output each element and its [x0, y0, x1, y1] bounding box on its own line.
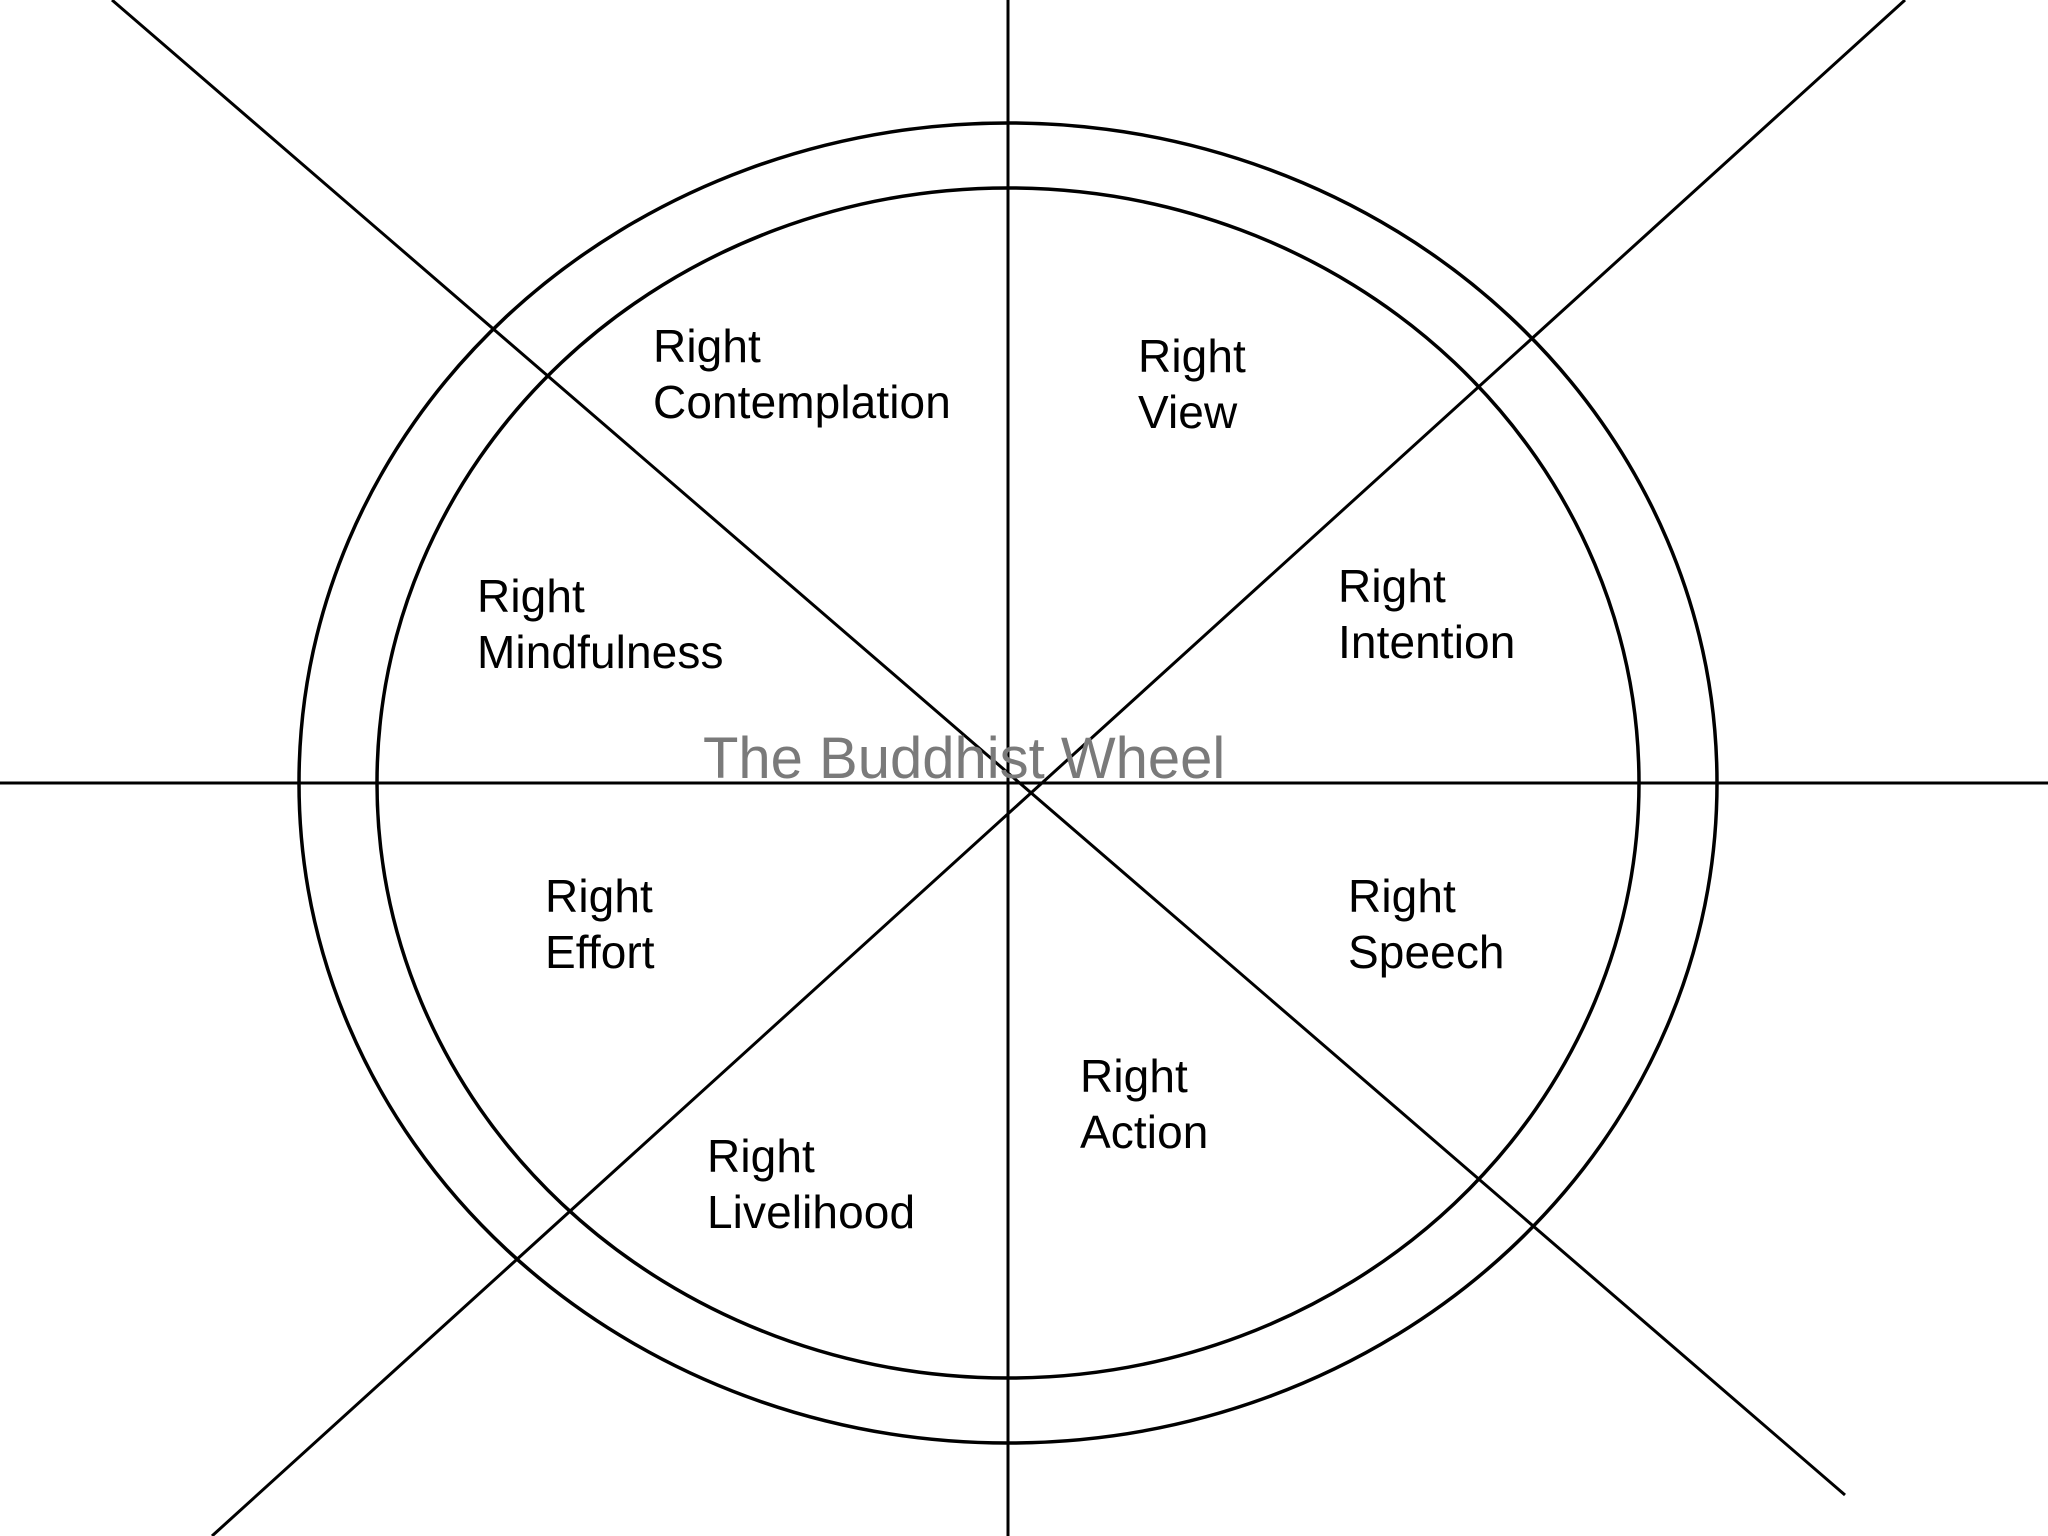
spoke-label-right-contemplation: Right Contemplation	[653, 320, 951, 429]
spoke-label-right-intention: Right Intention	[1338, 560, 1516, 669]
spoke-label-right-view: Right View	[1138, 330, 1246, 439]
spoke-label-right-livelihood: Right Livelihood	[707, 1130, 916, 1239]
spoke-label-right-effort: Right Effort	[545, 870, 655, 979]
spoke-label-right-speech: Right Speech	[1348, 870, 1505, 979]
spoke-label-right-action: Right Action	[1080, 1050, 1209, 1159]
wheel-center-title: The Buddhist Wheel	[703, 726, 1226, 791]
outer-ring-circle	[297, 121, 1719, 1445]
diagonal-nw-se-line	[111, 0, 1846, 1497]
spoke-label-right-mindfulness: Right Mindfulness	[477, 570, 724, 679]
inner-ring-circle	[375, 186, 1641, 1380]
diagonal-ne-sw-line	[210, 0, 1907, 1536]
